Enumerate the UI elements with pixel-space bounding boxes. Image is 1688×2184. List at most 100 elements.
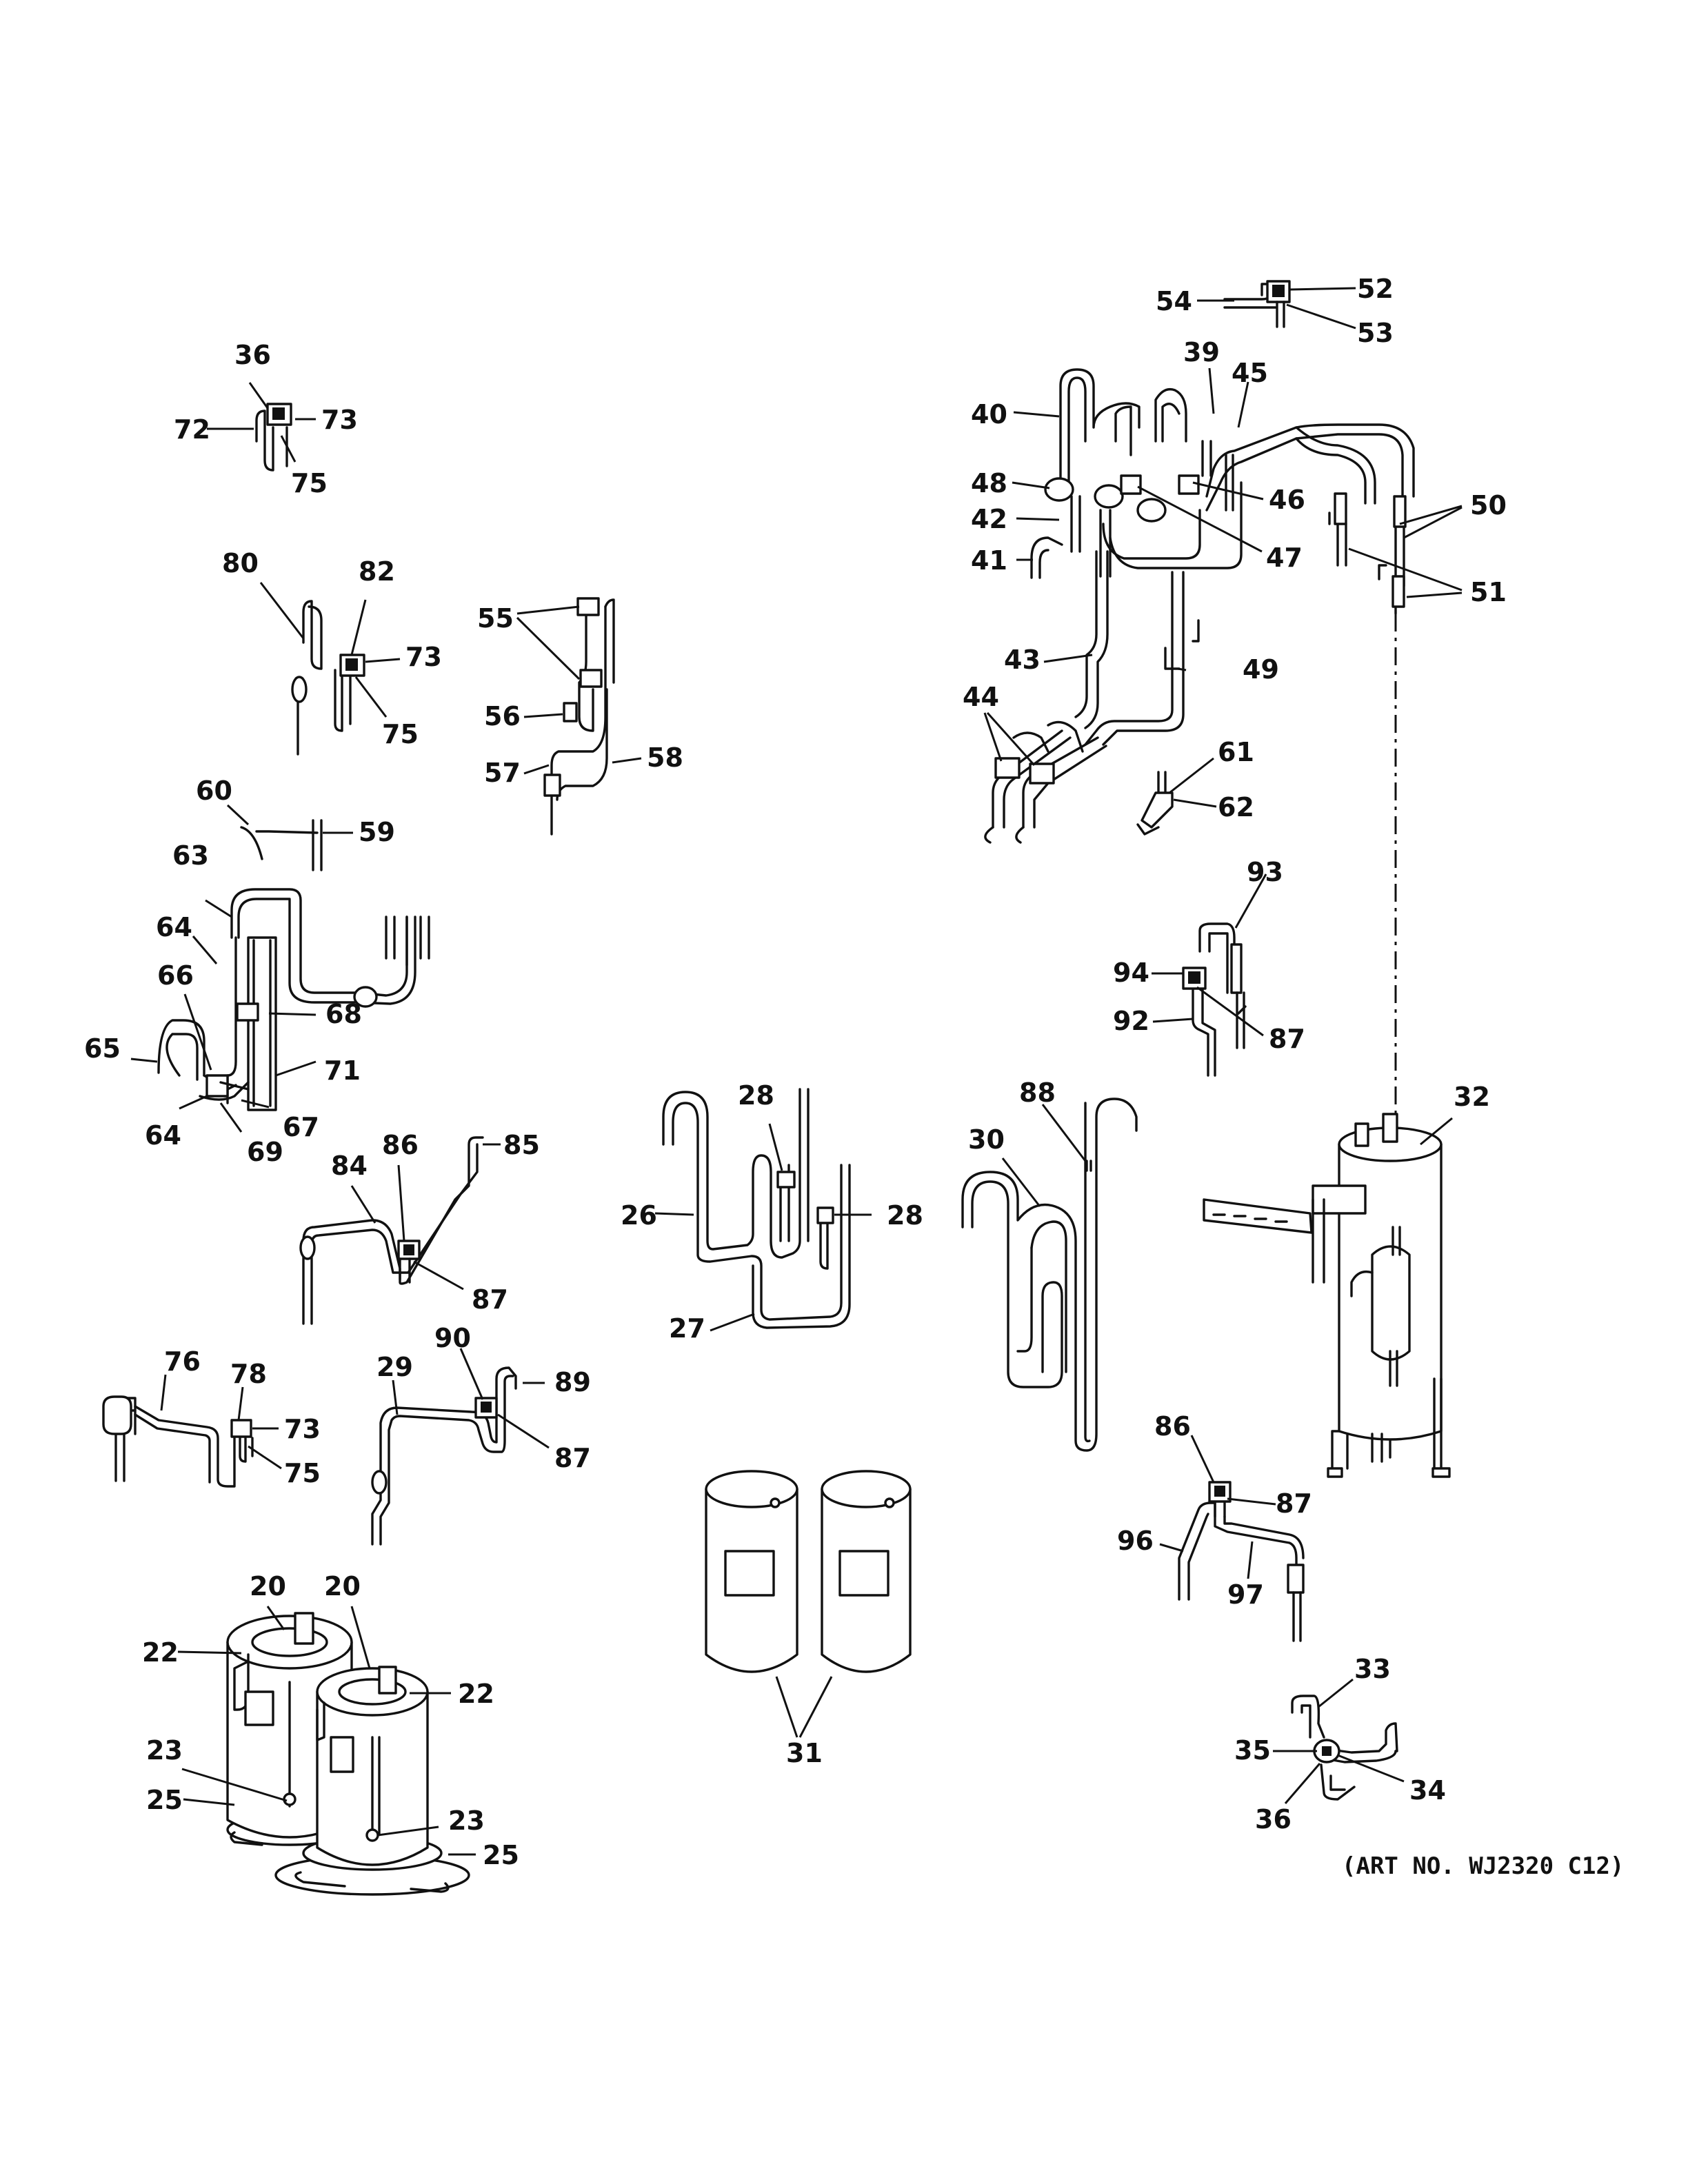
tube-assembly-76 [102, 1374, 282, 1488]
callout-56: 56 [484, 701, 521, 731]
callout-33: 33 [1354, 1654, 1391, 1684]
callout-25: 25 [483, 1840, 519, 1870]
valve-assembly-33 [1273, 1678, 1405, 1804]
callout-60: 60 [196, 776, 232, 806]
callout-26: 26 [621, 1200, 657, 1231]
callout-76: 76 [164, 1346, 201, 1377]
callout-32: 32 [1454, 1082, 1490, 1112]
callout-78: 78 [230, 1359, 267, 1389]
callout-50: 50 [1470, 490, 1507, 520]
callout-53: 53 [1357, 318, 1394, 348]
callout-27: 27 [669, 1313, 705, 1344]
compressor-pair [177, 1606, 476, 1896]
callout-22: 22 [458, 1679, 494, 1709]
callout-55: 55 [477, 603, 514, 634]
callout-35: 35 [1234, 1735, 1271, 1766]
callout-89: 89 [554, 1367, 591, 1397]
bracket-61-62 [1136, 757, 1217, 836]
callout-73: 73 [405, 642, 442, 672]
valve-assembly-52 [1197, 280, 1356, 330]
callout-40: 40 [971, 399, 1007, 429]
tube-59-60 [226, 804, 353, 871]
accumulator-tank-32 [1203, 614, 1453, 1478]
callout-97: 97 [1227, 1579, 1264, 1610]
callout-45: 45 [1232, 358, 1268, 388]
callout-22: 22 [142, 1637, 179, 1668]
callout-20: 20 [324, 1571, 361, 1601]
callout-64: 64 [156, 912, 192, 942]
callout-36: 36 [1255, 1804, 1292, 1834]
art-number: (ART NO. WJ2320 C12) [1342, 1852, 1624, 1880]
tube-assembly-29 [371, 1348, 550, 1546]
tube-assembly-26 [654, 1088, 872, 1332]
callout-29: 29 [376, 1352, 413, 1382]
callout-87: 87 [554, 1443, 591, 1473]
callout-75: 75 [291, 468, 328, 498]
callout-84: 84 [331, 1151, 368, 1181]
callout-47: 47 [1266, 543, 1303, 573]
callout-41: 41 [971, 545, 1007, 576]
callout-51: 51 [1470, 577, 1507, 607]
callout-25: 25 [146, 1785, 183, 1815]
callout-86: 86 [382, 1130, 419, 1160]
callout-49: 49 [1243, 654, 1279, 685]
callout-73: 73 [321, 405, 358, 435]
callout-65: 65 [84, 1033, 121, 1064]
callout-93: 93 [1247, 857, 1283, 887]
tube-assembly-55 [516, 597, 642, 836]
callout-58: 58 [647, 742, 683, 773]
callout-48: 48 [971, 468, 1007, 498]
callout-96: 96 [1117, 1526, 1154, 1556]
callout-85: 85 [503, 1130, 540, 1160]
callout-28: 28 [738, 1080, 774, 1111]
callout-46: 46 [1269, 485, 1305, 515]
valve-pair-44 [983, 654, 1187, 844]
callout-71: 71 [324, 1055, 361, 1086]
callout-64: 64 [145, 1120, 181, 1151]
callout-43: 43 [1004, 645, 1041, 675]
valve-assembly-80 [259, 582, 401, 756]
callout-59: 59 [359, 817, 395, 847]
valve-assembly-36 [207, 382, 316, 472]
tube-assembly-84 [299, 1136, 501, 1325]
callout-54: 54 [1156, 286, 1192, 316]
callout-20: 20 [250, 1571, 286, 1601]
callout-75: 75 [382, 719, 419, 749]
callout-39: 39 [1183, 337, 1220, 367]
callout-23: 23 [146, 1735, 183, 1766]
callout-30: 30 [968, 1124, 1005, 1155]
valve-manifold-63 [130, 888, 430, 1133]
callout-36: 36 [234, 340, 271, 370]
manifold-assembly [1012, 367, 1463, 746]
callout-75: 75 [284, 1458, 321, 1488]
callout-44: 44 [963, 682, 999, 712]
valve-assembly-96 [1159, 1435, 1305, 1642]
callout-61: 61 [1218, 737, 1254, 767]
callout-69: 69 [247, 1137, 283, 1167]
callout-92: 92 [1113, 1006, 1149, 1036]
valve-assembly-92 [1152, 873, 1267, 1077]
callout-73: 73 [284, 1414, 321, 1444]
callout-52: 52 [1357, 274, 1394, 304]
callout-68: 68 [325, 999, 362, 1029]
callout-88: 88 [1019, 1078, 1056, 1108]
tube-assembly-30 [961, 1098, 1138, 1452]
callout-87: 87 [1269, 1024, 1305, 1054]
callout-67: 67 [283, 1112, 319, 1142]
callout-80: 80 [222, 548, 259, 578]
callout-63: 63 [172, 840, 209, 871]
callout-34: 34 [1409, 1775, 1446, 1806]
callout-82: 82 [359, 556, 395, 587]
callout-23: 23 [448, 1806, 485, 1836]
callout-42: 42 [971, 504, 1007, 534]
callout-66: 66 [157, 960, 194, 991]
callout-labels: 36 72 73 75 80 82 73 75 55 56 57 58 60 5… [84, 274, 1507, 1870]
callout-72: 72 [174, 414, 210, 445]
callout-94: 94 [1113, 958, 1149, 988]
callout-90: 90 [434, 1323, 471, 1353]
callout-87: 87 [472, 1284, 508, 1315]
cylinder-pair [705, 1470, 912, 1738]
callout-86: 86 [1154, 1411, 1191, 1442]
callout-87: 87 [1276, 1488, 1312, 1519]
